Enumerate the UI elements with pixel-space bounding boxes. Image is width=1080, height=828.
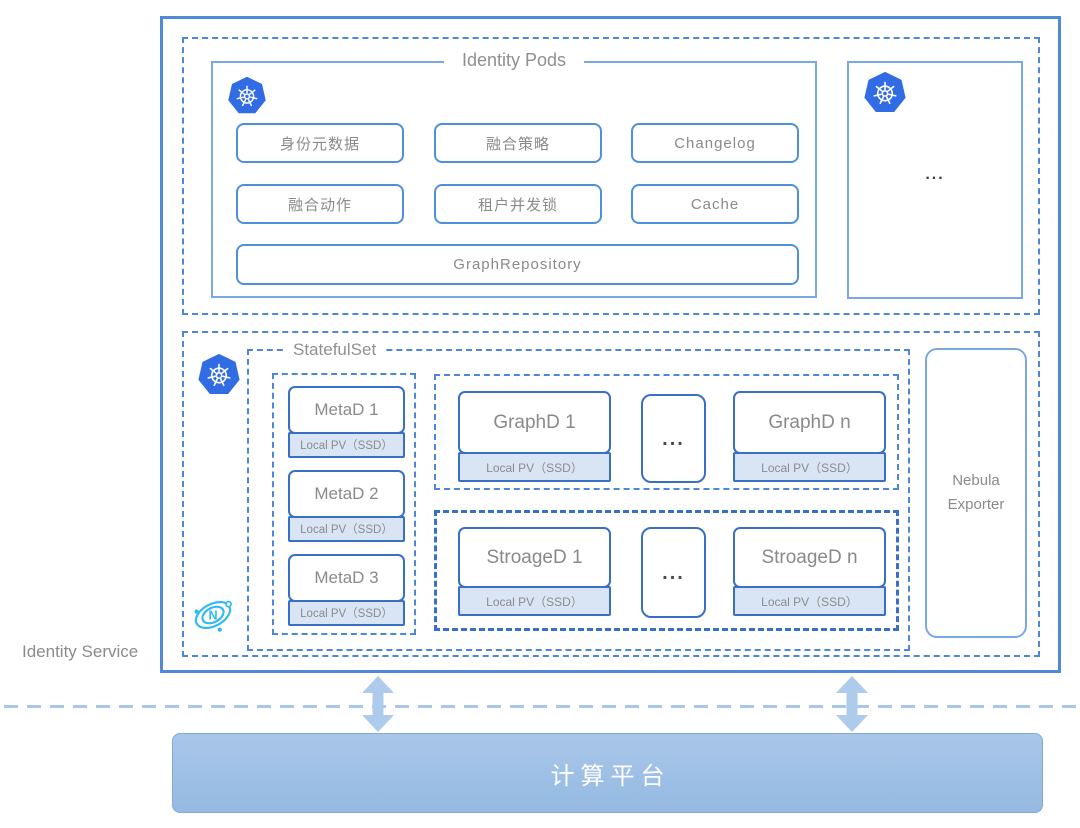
local-pv-strip: Local PV（SSD） [288,516,405,542]
local-pv-strip: Local PV（SSD） [288,432,405,458]
pod-item-label: Changelog [674,134,756,152]
node-label: StroageD n [761,546,858,568]
layer-separator-dashed-line [4,705,1077,708]
identity-pods-box: Identity Pods 身份元数据 融合策略 Changelog 融合动作 … [211,50,817,298]
more-pods-box: ... [847,61,1023,299]
local-pv-strip: Local PV（SSD） [288,600,405,626]
kubernetes-icon [863,71,907,113]
metad-group: MetaD 1 Local PV（SSD） MetaD 2 Local PV（S… [272,373,416,635]
metad-2-node: MetaD 2 Local PV（SSD） [288,470,405,542]
pod-item-fusion-action: 融合动作 [236,184,404,224]
graphd-ellipsis-box: ... [641,394,706,483]
identity-pods-title: Identity Pods [443,50,585,71]
identity-pods-region: Identity Pods 身份元数据 融合策略 Changelog 融合动作 … [182,37,1040,315]
node-label: StroageD 1 [486,546,583,568]
graphd-group: GraphD 1 Local PV（SSD） ... GraphD n Loca… [434,374,899,490]
identity-service-box: Identity Pods 身份元数据 融合策略 Changelog 融合动作 … [160,16,1061,673]
pod-item-label: 融合策略 [485,135,550,153]
compute-platform-bar: 计算平台 [172,733,1043,813]
statefulset-region: StatefulSet MetaD 1 Local PV（SSD） MetaD … [182,331,1040,657]
kubernetes-icon [227,76,267,114]
statefulset-box: StatefulSet MetaD 1 Local PV（SSD） MetaD … [247,340,910,651]
bidirectional-arrow-left [362,676,394,732]
pv-label: Local PV（SSD） [486,460,583,475]
metad-3-node: MetaD 3 Local PV（SSD） [288,554,405,626]
pod-item-label: GraphRepository [453,256,582,273]
nebula-exporter-box: Nebula Exporter [925,348,1027,638]
pod-item-label: Cache [690,195,740,213]
pv-label: Local PV（SSD） [486,594,583,609]
compute-platform-label: 计算平台 [550,762,671,790]
storaged-1-node: StroageD 1 Local PV（SSD） [458,527,611,616]
bidirectional-arrow-right [836,676,868,732]
graphd-1-node: GraphD 1 Local PV（SSD） [458,391,611,482]
pod-item-label: 融合动作 [287,196,352,214]
node-label: MetaD 1 [314,400,379,419]
pod-item-identity-metadata: 身份元数据 [236,123,404,163]
local-pv-strip: Local PV（SSD） [458,452,611,482]
pv-label: Local PV（SSD） [300,524,393,536]
pv-label: Local PV（SSD） [300,608,393,620]
pod-item-changelog: Changelog [631,123,799,163]
pv-label: Local PV（SSD） [761,594,858,609]
local-pv-strip: Local PV（SSD） [458,586,611,616]
local-pv-strip: Local PV（SSD） [733,586,886,616]
node-label: GraphD n [768,411,851,433]
pv-label: Local PV（SSD） [300,440,393,452]
pod-item-graph-repository: GraphRepository [236,244,799,285]
storaged-n-node: StroageD n Local PV（SSD） [733,527,886,616]
node-label: GraphD 1 [493,411,576,433]
pv-label: Local PV（SSD） [761,460,858,475]
local-pv-strip: Local PV（SSD） [733,452,886,482]
node-label: MetaD 3 [314,568,379,587]
pod-item-label: 租户并发锁 [477,196,558,214]
nebula-exporter-label: Nebula Exporter [947,472,1005,513]
nebula-graph-icon [192,595,234,635]
storaged-ellipsis-box: ... [641,527,706,618]
pod-item-cache: Cache [631,184,799,224]
metad-1-node: MetaD 1 Local PV（SSD） [288,386,405,458]
kubernetes-icon [197,353,241,395]
node-label: MetaD 2 [314,484,379,503]
graphd-n-node: GraphD n Local PV（SSD） [733,391,886,482]
pod-item-fusion-policy: 融合策略 [434,123,602,163]
identity-service-label: Identity Service [22,642,139,661]
pod-item-label: 身份元数据 [279,135,360,153]
statefulset-title: StatefulSet [283,340,387,360]
pod-item-tenant-lock: 租户并发锁 [434,184,602,224]
storaged-group: StroageD 1 Local PV（SSD） ... StroageD n … [434,510,899,631]
